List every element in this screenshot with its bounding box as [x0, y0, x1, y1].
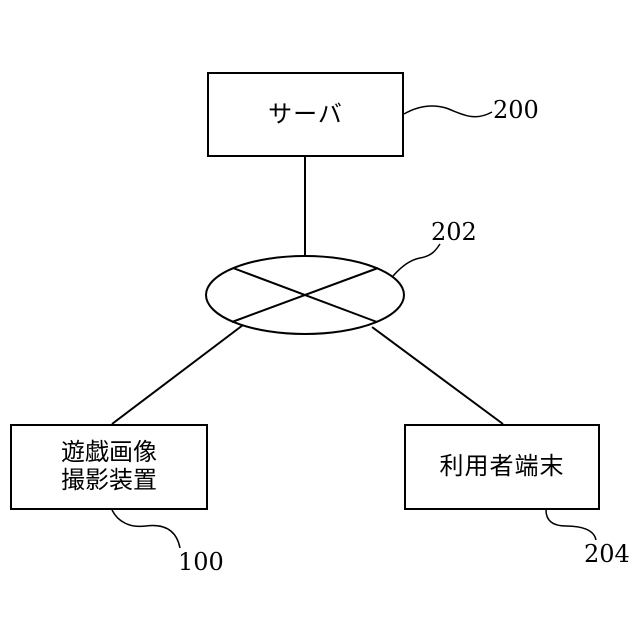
- edge-network-terminal: [372, 327, 503, 424]
- camera-node: 遊戯画像 撮影装置: [10, 424, 208, 510]
- leader-200: [404, 106, 492, 117]
- ref-label-200: 200: [493, 96, 539, 124]
- server-label: サーバ: [268, 101, 343, 129]
- leader-100: [112, 510, 180, 548]
- leader-202: [393, 244, 440, 276]
- ref-label-204: 204: [584, 540, 630, 568]
- edge-network-camera: [112, 325, 243, 424]
- leader-204: [546, 510, 596, 540]
- terminal-node: 利用者端末: [404, 424, 600, 510]
- ref-label-202: 202: [431, 218, 477, 246]
- camera-label-line-1: 遊戯画像: [61, 439, 157, 467]
- terminal-label: 利用者端末: [440, 453, 565, 481]
- camera-label-line-2: 撮影装置: [61, 467, 157, 495]
- server-node: サーバ: [207, 72, 404, 157]
- camera-label: 遊戯画像 撮影装置: [61, 439, 157, 494]
- ref-label-100: 100: [178, 548, 224, 576]
